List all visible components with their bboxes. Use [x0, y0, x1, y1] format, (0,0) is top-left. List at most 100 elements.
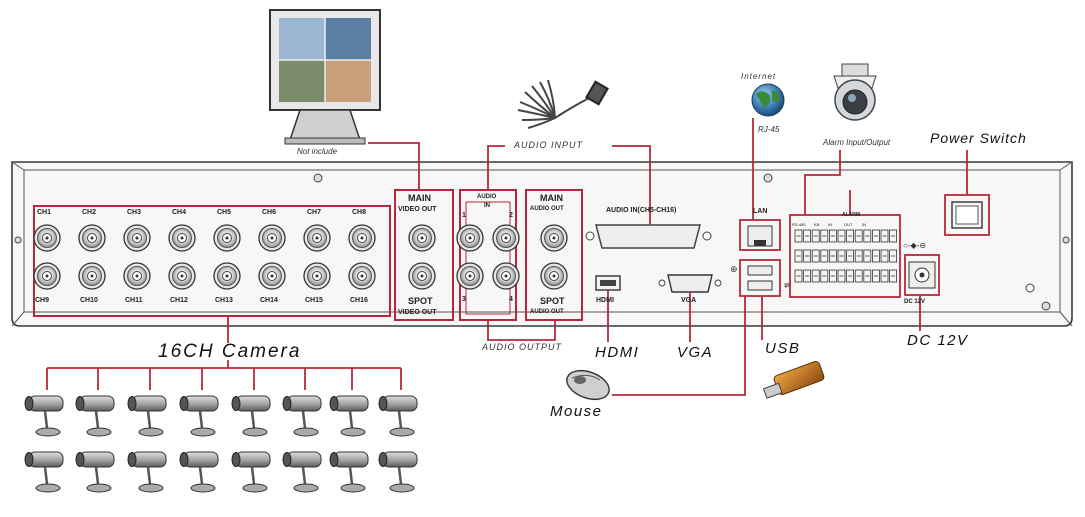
bnc-connector-ch13	[213, 262, 241, 290]
channel-label: CH8	[352, 209, 367, 216]
cctv-camera-icon	[329, 395, 369, 437]
audio-input-caption: AUDIO INPUT	[514, 140, 584, 150]
alarm-sub-out: OUT	[844, 222, 853, 227]
cctv-camera-icon	[282, 451, 322, 493]
ground-screw-icon	[1025, 283, 1035, 293]
cctv-camera-icon	[378, 395, 418, 437]
channel-label: CH3	[127, 209, 142, 216]
usb-caption: USB	[765, 340, 801, 357]
main-audio-out-title: MAIN	[540, 193, 563, 203]
bnc-audio-in-2	[492, 224, 520, 252]
usb-ports: ⊕ ⇌	[730, 259, 792, 297]
audio-out-box	[525, 189, 583, 321]
bnc-connector-ch14	[258, 262, 286, 290]
screw-icon	[1062, 236, 1070, 244]
alarm-sub-kb: KB	[814, 222, 820, 227]
channel-label: CH6	[262, 209, 277, 216]
mouse-icon	[566, 369, 610, 401]
alarm-sub-in: IN	[828, 222, 832, 227]
channel-label: CH16	[350, 297, 368, 304]
camera-bnc-connectors	[33, 224, 376, 290]
camera-caption: 16CH Camera	[158, 341, 302, 362]
dc-power-jack: ○-◆-⊖	[903, 241, 940, 296]
cctv-camera-icon	[75, 451, 115, 493]
svg-text:○-◆-⊖: ○-◆-⊖	[903, 241, 926, 250]
bnc-connector-ch10	[78, 262, 106, 290]
aux-bnc-connectors	[408, 224, 568, 290]
channel-label: CH9	[35, 297, 50, 304]
bnc-main-audio-out	[540, 224, 568, 252]
audio-in-num-2: 2	[509, 212, 513, 219]
mouse-symbol-icon: ⊕	[730, 264, 738, 274]
bnc-main-video-out	[408, 224, 436, 252]
internet-globe-icon	[751, 83, 785, 117]
screw-icon	[763, 173, 773, 183]
mouse-caption: Mouse	[550, 403, 603, 420]
channel-label: CH10	[80, 297, 98, 304]
channel-label: CH2	[82, 209, 97, 216]
bnc-connector-ch6	[258, 224, 286, 252]
internet-caption: Internet	[741, 72, 777, 81]
bnc-connector-ch7	[303, 224, 331, 252]
bnc-connector-ch2	[78, 224, 106, 252]
bnc-connector-ch1	[33, 224, 61, 252]
main-video-out-label: VIDEO OUT	[398, 206, 437, 213]
channel-label: CH5	[217, 209, 232, 216]
monitor-icon	[269, 9, 381, 145]
vga-port	[658, 274, 722, 293]
cctv-camera-icon	[231, 451, 271, 493]
camera-array	[24, 395, 418, 493]
channel-label: CH15	[305, 297, 323, 304]
lan-port	[739, 219, 781, 251]
cctv-camera-icon	[282, 395, 322, 437]
audio-in-db-connector	[585, 224, 712, 249]
bnc-connector-ch8	[348, 224, 376, 252]
spot-audio-out-title: SPOT	[540, 296, 565, 306]
bnc-audio-in-4	[492, 262, 520, 290]
camera-inputs-box	[33, 205, 391, 317]
cctv-camera-icon	[231, 395, 271, 437]
audio-in-title: AUDIO	[477, 194, 497, 200]
bnc-connector-ch3	[123, 224, 151, 252]
connection-lines	[46, 118, 968, 396]
alarm-terminal-block	[789, 214, 901, 313]
audio-in-num-1: 1	[462, 212, 466, 219]
channel-label: CH4	[172, 209, 187, 216]
usb-symbol-icon: ⇌	[784, 280, 792, 290]
cctv-camera-icon	[127, 451, 167, 493]
spot-audio-out-label: AUDIO OUT	[530, 309, 564, 315]
rj45-caption: RJ-45	[758, 125, 780, 134]
dc-12v-port-label: DC 12V	[904, 299, 926, 305]
ground-icon	[1041, 301, 1051, 311]
bnc-audio-in-3	[456, 262, 484, 290]
cctv-camera-icon	[127, 395, 167, 437]
audio-breakout-cable-icon	[517, 79, 609, 129]
cctv-camera-icon	[179, 451, 219, 493]
bnc-connector-ch5	[213, 224, 241, 252]
vga-caption: VGA	[677, 344, 714, 361]
main-video-out-title: MAIN	[408, 193, 431, 203]
audio-in-db-label: AUDIO IN(CH5-CH16)	[606, 207, 677, 214]
alarm-sub-in2: IN	[862, 222, 866, 227]
channel-label: CH7	[307, 209, 322, 216]
screw-icon	[14, 236, 22, 244]
bnc-spot-video-out	[408, 262, 436, 290]
hdmi-port	[595, 275, 621, 291]
audio-in-num-4: 4	[509, 296, 513, 303]
alarm-label: ALARM	[842, 212, 861, 218]
channel-label: CH12	[170, 297, 188, 304]
channel-label: CH14	[260, 297, 278, 304]
bnc-audio-in-1	[456, 224, 484, 252]
bnc-spot-audio-out	[540, 262, 568, 290]
bnc-connector-ch12	[168, 262, 196, 290]
spot-video-out-label: VIDEO OUT	[398, 309, 437, 316]
screw-icon	[313, 173, 323, 183]
not-include-caption: Not include	[297, 147, 338, 156]
ptz-dome-camera-icon	[833, 63, 877, 121]
bnc-connector-ch16	[348, 262, 376, 290]
cctv-camera-icon	[179, 395, 219, 437]
lan-label: LAN	[753, 208, 768, 215]
bnc-connector-ch15	[303, 262, 331, 290]
power-switch-caption: Power Switch	[930, 130, 1027, 146]
